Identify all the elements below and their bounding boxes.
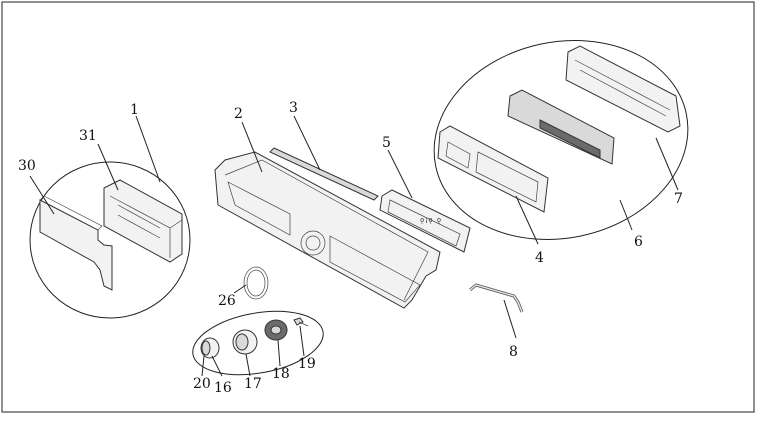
diagram-border [1, 1, 755, 413]
part-19-screw [293, 317, 309, 327]
part-30-panel [39, 195, 113, 291]
part-8-cable [469, 283, 524, 313]
callout-5: 5 [382, 135, 391, 151]
callout-30: 30 [18, 158, 36, 174]
callout-4: 4 [535, 250, 544, 266]
part-2-knob-opening [300, 230, 326, 256]
part-4-frame [437, 125, 549, 213]
part-3-strip [269, 147, 379, 201]
detail-circle-left [29, 161, 191, 319]
detail-circle-bottom [192, 310, 324, 376]
callout-31: 31 [79, 128, 97, 144]
callout-20: 20 [193, 376, 211, 392]
callout-1: 1 [130, 102, 139, 118]
callout-2: 2 [234, 106, 243, 122]
display-readout: ǫ¡ǫ ǫ [420, 216, 441, 224]
part-26-ring [243, 266, 269, 300]
part-18-gear [264, 319, 288, 341]
callout-19: 19 [298, 356, 316, 372]
callout-3: 3 [289, 100, 298, 116]
callout-17: 17 [244, 376, 262, 392]
part-2-front-panel [214, 151, 441, 309]
part-17-knob [232, 329, 258, 355]
part-5-display: ǫ¡ǫ ǫ [379, 189, 471, 253]
callout-8: 8 [509, 344, 518, 360]
part-31-bracket [103, 179, 183, 263]
callout-16: 16 [214, 380, 232, 396]
callout-6: 6 [634, 234, 643, 250]
callout-26: 26 [218, 293, 236, 309]
part-20-cap [200, 337, 220, 359]
detail-circle-right [433, 40, 689, 240]
leader-lines [29, 115, 679, 377]
pcb-board [507, 89, 615, 165]
callout-7: 7 [674, 191, 683, 207]
callout-18: 18 [272, 366, 290, 382]
part-7-housing [565, 45, 681, 133]
